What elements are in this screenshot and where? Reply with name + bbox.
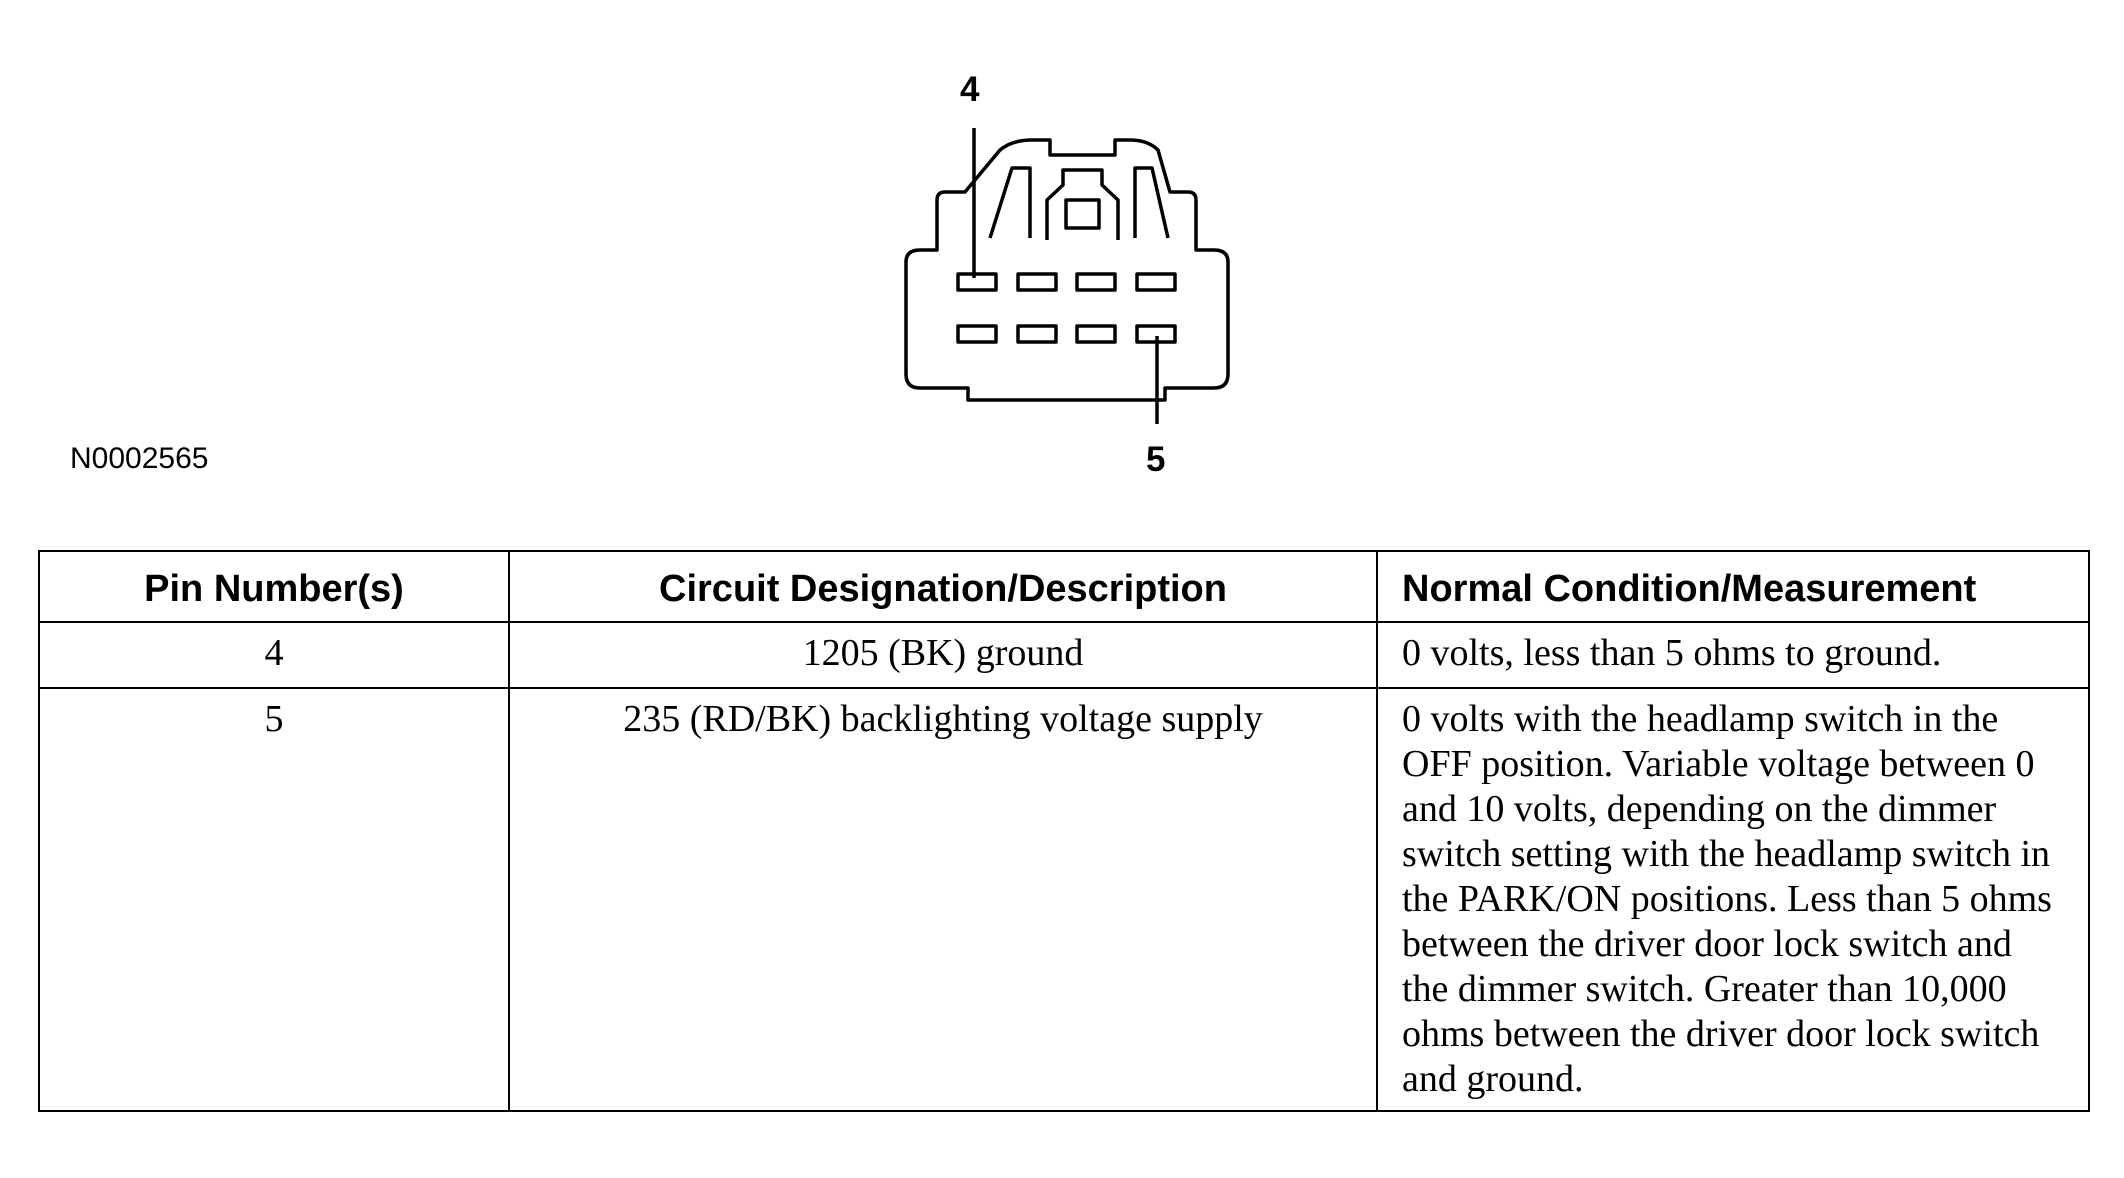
connector-latch	[1045, 168, 1120, 240]
latch-right-rib	[1133, 166, 1170, 239]
pin-cavity-2	[1016, 272, 1058, 292]
connector-body	[904, 138, 1230, 402]
pin-table: Pin Number(s) Circuit Designation/Descri…	[38, 550, 2090, 1112]
pin-cavity-5	[956, 324, 998, 344]
pin-cavity-3	[1075, 272, 1117, 292]
table-header-row: Pin Number(s) Circuit Designation/Descri…	[38, 550, 2090, 623]
cell-circuit: 235 (RD/BK) backlighting voltage supply	[508, 687, 1378, 1112]
cell-pin: 5	[38, 687, 510, 1112]
pin-callout-5: 5	[1146, 440, 1166, 479]
header-condition: Normal Condition/Measurement	[1376, 550, 2090, 623]
header-circuit: Circuit Designation/Description	[508, 550, 1378, 623]
cell-circuit: 1205 (BK) ground	[508, 621, 1378, 689]
header-pin-number: Pin Number(s)	[38, 550, 510, 623]
cell-condition: 0 volts with the headlamp switch in the …	[1376, 687, 2090, 1112]
table-row: 5 235 (RD/BK) backlighting voltage suppl…	[38, 687, 2090, 1112]
latch-left-rib	[988, 166, 1032, 239]
pin-cavity-6	[1016, 324, 1058, 344]
cell-condition: 0 volts, less than 5 ohms to ground.	[1376, 621, 2090, 689]
pin-cavity-4	[1135, 272, 1177, 292]
cell-pin: 4	[38, 621, 510, 689]
figure-id: N0002565	[70, 442, 209, 475]
connector-diagram	[904, 128, 1230, 424]
pin-cavity-7	[1075, 324, 1117, 344]
latch-tab	[1064, 198, 1101, 230]
pin-cavity-1	[956, 272, 998, 292]
pin-callout-4: 4	[960, 70, 980, 109]
table-row: 4 1205 (BK) ground 0 volts, less than 5 …	[38, 621, 2090, 689]
